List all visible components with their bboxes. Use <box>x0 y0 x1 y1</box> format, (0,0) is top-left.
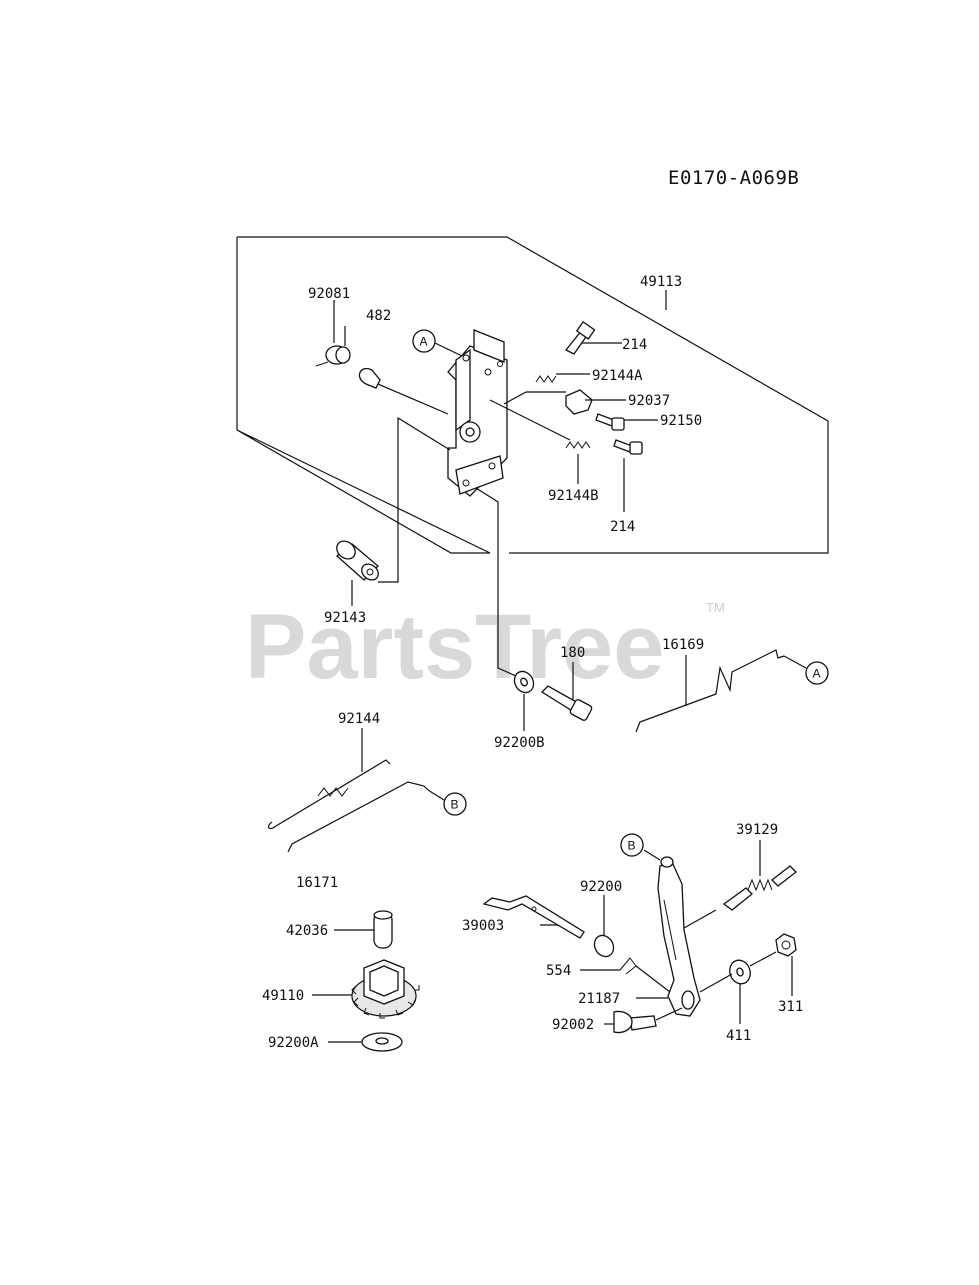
leader-92200b-plate <box>475 487 517 677</box>
label-21187: 21187 <box>578 991 620 1007</box>
leader-39129-lever <box>683 909 717 929</box>
part-39129-drawing <box>722 865 797 911</box>
label-92200b: 92200B <box>494 735 545 751</box>
part-92081-drawing <box>315 345 351 367</box>
part-39003-drawing <box>482 895 585 939</box>
leader-92002-lever <box>655 1007 683 1021</box>
leader-411-nut <box>749 951 777 967</box>
label-39129: 39129 <box>736 822 778 838</box>
part-21187-drawing <box>657 856 701 1017</box>
watermark-trademark: TM <box>706 600 725 615</box>
label-411: 411 <box>726 1028 751 1044</box>
ref-marker-a-top <box>412 329 436 353</box>
ref-marker-a-top-label: A <box>420 335 428 349</box>
label-16169: 16169 <box>662 637 704 653</box>
ref-marker-b-right-label: B <box>628 839 636 853</box>
part-482-drawing <box>358 367 381 389</box>
part-92143-drawing <box>335 540 379 581</box>
part-92200a-drawing <box>361 1032 403 1052</box>
label-180: 180 <box>560 645 585 661</box>
part-214-top-drawing <box>564 320 596 355</box>
part-92144b-drawing <box>565 441 591 449</box>
label-92144a: 92144A <box>592 368 643 384</box>
ref-marker-b-left <box>443 792 467 816</box>
label-92150: 92150 <box>660 413 702 429</box>
leader-411-lever <box>699 973 733 993</box>
part-411-drawing <box>729 959 751 985</box>
leader-92143-plate <box>378 416 451 583</box>
label-92144b: 92144B <box>548 488 599 504</box>
part-311-drawing <box>775 933 797 957</box>
label-214-top: 214 <box>622 337 647 353</box>
part-180-drawing <box>540 685 593 721</box>
label-49113: 49113 <box>640 274 682 290</box>
label-92200a: 92200A <box>268 1035 319 1051</box>
part-92144a-drawing <box>535 375 557 383</box>
leader-92037-plate-b <box>503 391 527 405</box>
part-92200-drawing <box>593 934 615 958</box>
part-92150-drawing <box>595 413 625 431</box>
part-554-drawing <box>619 957 637 975</box>
label-92143: 92143 <box>324 610 366 626</box>
part-number-labels: 49113 92081 482 214 92144A 92037 92150 9… <box>262 274 803 1051</box>
label-482: 482 <box>366 308 391 324</box>
ref-marker-a-bottom-label: A <box>813 667 821 681</box>
leader-554-lever <box>635 965 671 993</box>
leader-marker-b-left <box>427 789 445 801</box>
label-92144: 92144 <box>338 711 380 727</box>
leader-marker-a-bottom <box>783 655 807 669</box>
label-39003: 39003 <box>462 918 504 934</box>
part-214-bottom-drawing <box>613 439 643 455</box>
ref-marker-b-right <box>620 833 644 857</box>
label-554: 554 <box>546 963 571 979</box>
leader-marker-a <box>434 342 463 357</box>
label-16171: 16171 <box>296 875 338 891</box>
label-42036: 42036 <box>286 923 328 939</box>
part-92144-drawing <box>267 759 391 830</box>
control-plate-drawing <box>447 329 508 497</box>
assembly-outline <box>236 236 829 554</box>
part-42036-drawing <box>373 910 393 949</box>
label-92081: 92081 <box>308 286 350 302</box>
part-49110-drawing <box>351 959 420 1019</box>
ref-marker-b-left-label: B <box>451 798 459 812</box>
part-92037-drawing <box>565 389 593 415</box>
label-92002: 92002 <box>552 1017 594 1033</box>
label-214-bottom: 214 <box>610 519 635 535</box>
diagram-code: E0170-A069B <box>668 167 799 189</box>
label-49110: 49110 <box>262 988 304 1004</box>
leader-482-plate <box>377 383 449 415</box>
leader-marker-b-right <box>643 849 661 861</box>
part-16169-drawing <box>635 649 785 733</box>
part-92002-drawing <box>613 1010 657 1034</box>
label-92037: 92037 <box>628 393 670 409</box>
leader-92144b-plate <box>489 399 571 441</box>
part-16171-drawing <box>287 781 429 853</box>
ref-marker-a-bottom <box>805 661 829 685</box>
watermark-text: PartsTree <box>245 596 664 698</box>
label-92200: 92200 <box>580 879 622 895</box>
part-92200b-hole <box>520 677 528 687</box>
label-311: 311 <box>778 999 803 1015</box>
